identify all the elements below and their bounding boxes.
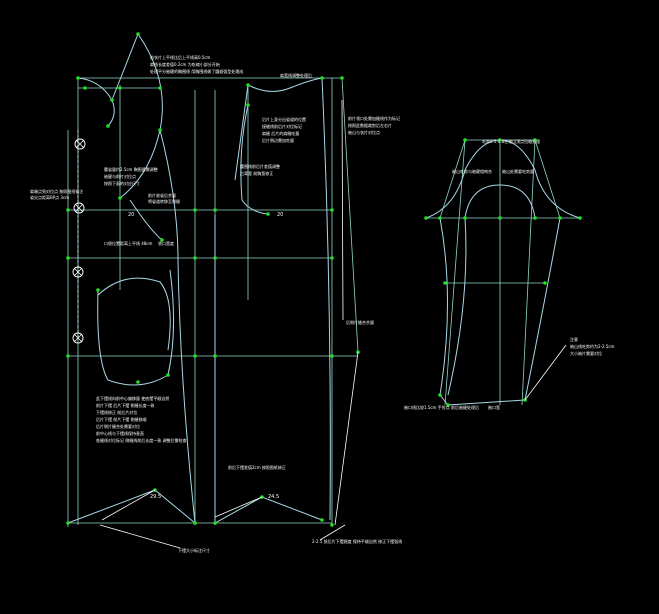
annotations: 前衣片上平线比后上平线高0.5cm 肩线长度差值0.2cm 为吃缩小部分开始 处…	[30, 54, 615, 553]
note-bottom-right: 2-2.5 前后片下摆翘度 保持平顺自然 修正下摆弧线	[312, 538, 402, 544]
note-sleeve-mid: 袖山吃势与袖窿相吻合	[452, 168, 492, 174]
front-pocket-curve	[97, 277, 171, 351]
front-dart-line	[129, 199, 163, 241]
note-back-4: 后片侧边需加吃量	[262, 137, 294, 143]
sleeve-under-cap	[464, 184, 536, 219]
sleeve-nodes	[424, 138, 582, 407]
note-right-2: 按照此数据裁剪后左右片	[348, 122, 392, 128]
label-20: 20	[128, 212, 134, 218]
leader-sleeve-note	[524, 344, 567, 401]
front-shoulder	[111, 33, 139, 101]
note-top-3: 处理平分袖窿的胸围线 用胸围线做了圆顺弧型处理成	[150, 68, 243, 74]
note-pocket: 口袋位置距离上平线 48cm	[104, 240, 153, 246]
note-left-tiny-2: 省尖点距离BP点 3cm	[30, 194, 69, 200]
back-shoulder	[234, 84, 249, 181]
body-pattern	[66, 32, 360, 549]
sleeve-top-diag-l	[439, 139, 466, 219]
leader-hem-b	[214, 496, 263, 518]
front-panel-line	[97, 269, 175, 386]
note-lower-1: 此下摆线向前中心偏移量 使底摆平顺自然	[96, 395, 169, 401]
note-lower-5: 后片侧片缝合处需要对位	[96, 423, 140, 429]
label-20b: 20	[277, 212, 283, 218]
note-sleeve-mid2: 袖山处需要吃势量	[502, 168, 534, 174]
leader-lower-right	[334, 351, 359, 526]
front-hem	[67, 489, 196, 524]
leader-side	[341, 99, 344, 321]
notch-marker-2	[73, 202, 85, 214]
note-sleeve-cap: 吃势0.5-0.8在袖山顶点拉缩处理	[482, 138, 540, 144]
note-lower-2: 前片下摆 后片下摆 侧缝长度一致	[96, 402, 155, 408]
label-hem-b: 24.5	[268, 494, 279, 500]
note-lower-4: 后片下摆 前片下摆 侧缝修顺	[96, 416, 147, 422]
note-pocket-2: 袋口宽度	[158, 240, 174, 246]
note-sleeve-bottom-2: 袖口宽	[488, 404, 500, 410]
label-hem-a: 29.5	[150, 494, 161, 500]
note-lower-7: 各缝线对位标记 侧缝线前后长度一致 调整后需检查	[96, 437, 187, 443]
back-center-seam	[321, 77, 331, 521]
note-mid-2: 后背宽 前胸宽修正	[240, 170, 273, 176]
note-mid-4: 将省道转移至侧缝	[148, 198, 180, 204]
note-front-1: 腰省量约2.5cm 胸围量需调整	[104, 166, 158, 172]
note-side: 后侧片缝合余量	[346, 319, 374, 325]
sleeve-front-seam	[439, 217, 448, 396]
leader-bottom-right	[319, 524, 346, 541]
note-front-3: 按照下面的对应尺寸	[104, 180, 140, 186]
body-nodes	[66, 32, 360, 527]
note-shoulder: 肩宽线调整处理后	[280, 72, 312, 78]
sleeve-pattern	[424, 138, 582, 407]
sleeve-cuff	[439, 394, 526, 406]
guide-back-outer	[341, 77, 359, 353]
sleeve-cap-curve	[425, 139, 581, 219]
note-right-3: 袖山与衣片对位点	[348, 129, 380, 135]
leader-hem-a	[101, 489, 156, 521]
notch-marker-1	[74, 138, 86, 150]
notch-marker-4	[72, 332, 84, 344]
sleeve-line-right	[521, 139, 536, 406]
note-mid-1: 腰围线前后片差值调整	[240, 163, 280, 169]
note-far-right-2: 袖山线吃势约为2-2.5cm	[570, 343, 615, 349]
sleeve-line-left	[444, 139, 466, 406]
note-far-right-1: 注意	[570, 336, 578, 342]
front-neckline	[77, 77, 115, 127]
note-left-tiny-1: 肩端点到对位点 按照图纸标注	[30, 188, 83, 194]
note-front-2: 袖窿与前片对位点	[104, 173, 136, 179]
note-back-3: 肩缝 后片的肩缝吃量	[262, 130, 299, 136]
note-top-2: 肩线长度差值0.2cm 为吃缩小部分开始	[150, 61, 220, 67]
leader-bottom	[99, 524, 181, 549]
notch-marker-3	[72, 266, 84, 278]
note-top-1: 前衣片上平线比后上平线高0.5cm	[150, 54, 211, 60]
front-side-seam	[159, 129, 196, 524]
note-right-1: 前片领口处需加缝线作为标记	[348, 115, 400, 121]
note-lower-6: 前中心线与下摆线保持垂直	[96, 430, 144, 436]
note-mid-3: 前片收省后余量	[148, 192, 176, 198]
back-neckline	[247, 77, 323, 92]
note-lower-3: 下摆线修正 前后片对位	[96, 409, 137, 415]
note-back-1: 后片上身分出省道的位置	[262, 116, 306, 122]
back-armhole	[240, 104, 269, 215]
note-far-right-3: 大小袖片需要对位	[570, 350, 602, 356]
sleeve-back-seam	[524, 217, 561, 401]
note-sleeve-bottom: 袖口线比较1.5cm 手肘点 前后袖缝处理后	[404, 404, 479, 410]
note-bottom: 下摆大小标注尺寸	[178, 547, 210, 553]
note-hem: 前后下摆差值2cm 按照图纸修正	[228, 464, 286, 470]
sleeve-inner-seam	[447, 217, 467, 396]
note-back-2: 接缝线前后片对位标记	[262, 123, 302, 129]
